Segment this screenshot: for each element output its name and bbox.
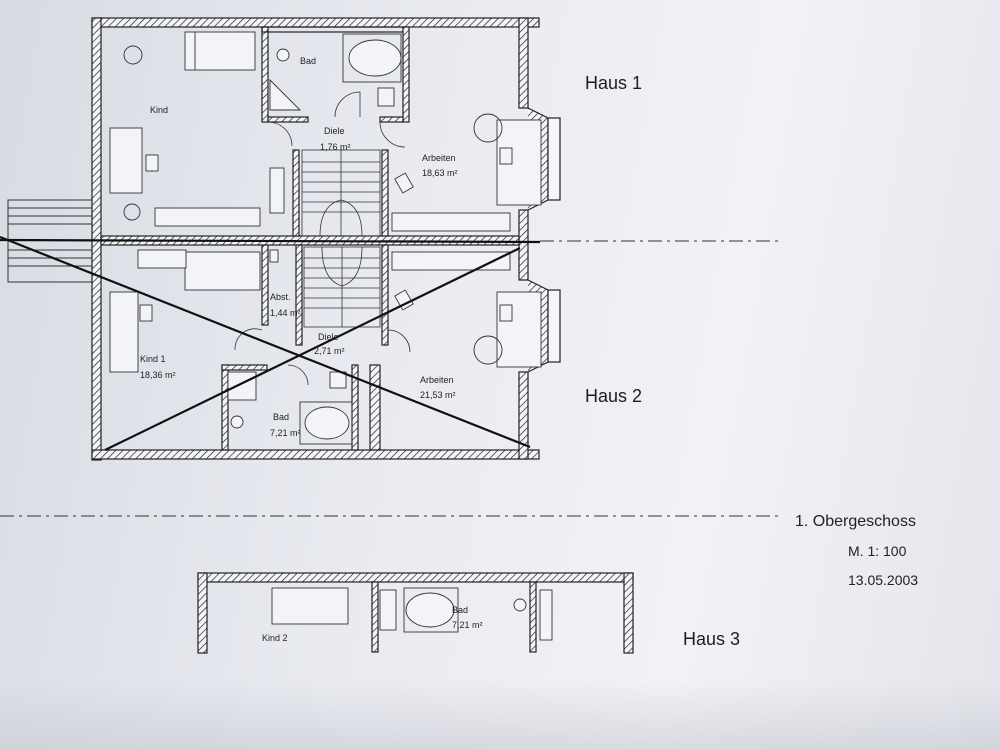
outer-walls — [91, 17, 561, 461]
house-label-1: Haus 1 — [585, 73, 643, 93]
room-area-abst: 1,44 m² — [270, 308, 301, 318]
staircase-lower — [303, 246, 381, 328]
house-label-3: Haus 3 — [683, 629, 741, 649]
room-label-diele-mid: Diele — [318, 332, 339, 342]
floor-title: 1. Obergeschoss — [795, 513, 916, 530]
room-label-abst: Abst. — [270, 292, 291, 302]
room-area-bad-low: 7,21 m² — [452, 620, 483, 630]
axis-lines — [0, 240, 780, 517]
room-label-kind: Kind — [150, 105, 169, 115]
room-label-arbeiten-top: Arbeiten — [422, 153, 456, 163]
cross-out-marks — [0, 235, 541, 451]
staircase-upper — [301, 149, 381, 237]
haus3-walls — [197, 572, 634, 654]
drawing-scale: M. 1: 100 — [848, 543, 907, 559]
room-area-bad-mid: 7,21 m² — [270, 428, 301, 438]
balcony-deck — [7, 199, 97, 283]
room-area-diele-top: 1,76 m² — [320, 142, 351, 152]
room-label-bad-top: Bad — [300, 56, 317, 66]
furniture — [109, 31, 542, 445]
bottom-shadow — [0, 680, 1000, 750]
room-area-arbeiten-top: 18,63 m² — [422, 168, 458, 178]
room-area-diele-mid: 2,71 m² — [314, 346, 345, 356]
room-label-bad-mid: Bad — [273, 412, 290, 422]
room-label-kind2: Kind 2 — [262, 633, 288, 643]
room-label-diele-top: Diele — [324, 126, 345, 136]
haus3-furniture — [271, 587, 553, 641]
room-area-arbeiten-mid: 21,53 m² — [420, 390, 456, 400]
room-label-arbeiten-mid: Arbeiten — [420, 375, 454, 385]
room-label-bad-low: Bad — [452, 605, 469, 615]
drawing-date: 13.05.2003 — [848, 572, 919, 588]
room-label-kind1: Kind 1 — [140, 354, 166, 364]
house-label-2: Haus 2 — [585, 386, 643, 406]
room-area-kind1: 18,36 m² — [140, 370, 176, 380]
